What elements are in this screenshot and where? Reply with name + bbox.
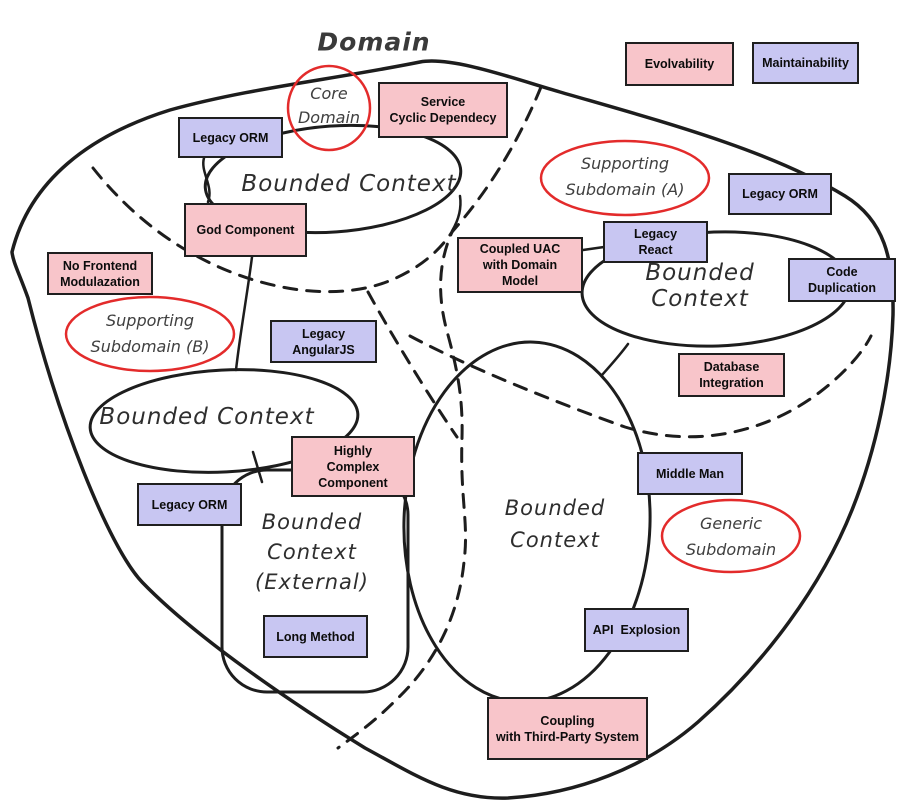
bounded-context-center-label: Bounded Context [504, 496, 606, 552]
box-maintainability: Maintainability [752, 42, 859, 84]
core-domain-label: Core Domain [297, 84, 361, 127]
supporting-subdomain-a-ellipse [539, 139, 711, 217]
subdomain-divider-vertical [336, 85, 543, 750]
bounded-context-top-label: Bounded Context [241, 171, 457, 197]
bounded-context-top-outline [203, 123, 463, 235]
supporting-subdomain-a-label: Supporting Subdomain (A) [565, 154, 685, 199]
core-domain-ellipse [286, 64, 372, 152]
connector-coupleduac-legacyreact [581, 245, 606, 252]
box-legacy-orm-left: Legacy ORM [137, 483, 242, 526]
box-coupling-with-third-party-system: Coupling with Third-Party System [487, 697, 648, 760]
box-middle-man: Middle Man [637, 452, 743, 495]
box-code-duplication: Code Duplication [788, 258, 896, 302]
box-api-explosion: API Explosion [584, 608, 689, 652]
bounded-context-external-label: Bounded Context (External) [255, 510, 369, 594]
box-legacy-angularjs: Legacy AngularJS [270, 320, 377, 363]
domain-boundary-outline [10, 59, 895, 800]
bounded-context-left-label: Bounded Context [99, 404, 315, 430]
supporting-subdomain-b-label: Supporting Subdomain (B) [90, 311, 210, 356]
bounded-context-right-label: Bounded Context [645, 260, 755, 312]
generic-subdomain-label: Generic Subdomain [685, 514, 777, 559]
box-service-cyclic-dependecy: Service Cyclic Dependecy [378, 82, 508, 138]
supporting-subdomain-b-ellipse [64, 295, 236, 373]
box-coupled-uac-with-domain-model: Coupled UAC with Domain Model [457, 237, 583, 293]
box-evolvability: Evolvability [625, 42, 734, 86]
box-database-integration: Database Integration [678, 353, 785, 397]
connector-godcomponent-bc-left [234, 255, 254, 372]
domain-title: Domain [317, 27, 431, 57]
box-legacy-orm-top: Legacy ORM [178, 117, 283, 158]
connector-bc-right-bc-center [600, 342, 630, 377]
box-no-frontend-modulazation: No Frontend Modulazation [47, 252, 153, 295]
box-god-component: God Component [184, 203, 307, 257]
bounded-context-left-outline [88, 368, 360, 474]
box-legacy-react: Legacy React [603, 221, 708, 263]
box-legacy-orm-right: Legacy ORM [728, 173, 832, 215]
subdomain-divider-left [91, 166, 454, 294]
subdomain-divider-cross [366, 290, 459, 439]
box-highly-complex-component: Highly Complex Component [291, 436, 415, 497]
connector-legacyorm-godcomponent [202, 156, 211, 204]
subdomain-divider-arc-right [408, 334, 873, 439]
generic-subdomain-ellipse [660, 498, 802, 574]
box-long-method: Long Method [263, 615, 368, 658]
connector-bc-left-bc-external [251, 450, 264, 484]
